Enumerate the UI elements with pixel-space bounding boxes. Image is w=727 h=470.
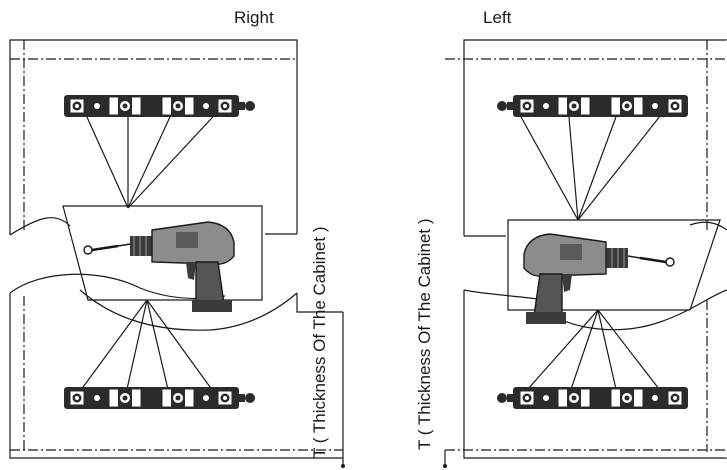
- left-panel: [443, 39, 727, 468]
- hinge-plate-icon: [63, 386, 256, 410]
- power-drill-icon: [82, 220, 236, 314]
- hinge-plate-icon: [496, 94, 689, 118]
- hinge-plate-icon: [63, 94, 256, 118]
- right-panel-title: Right: [234, 8, 274, 27]
- hinge-plate-icon: [496, 386, 689, 410]
- left-panel-title: Left: [483, 8, 512, 27]
